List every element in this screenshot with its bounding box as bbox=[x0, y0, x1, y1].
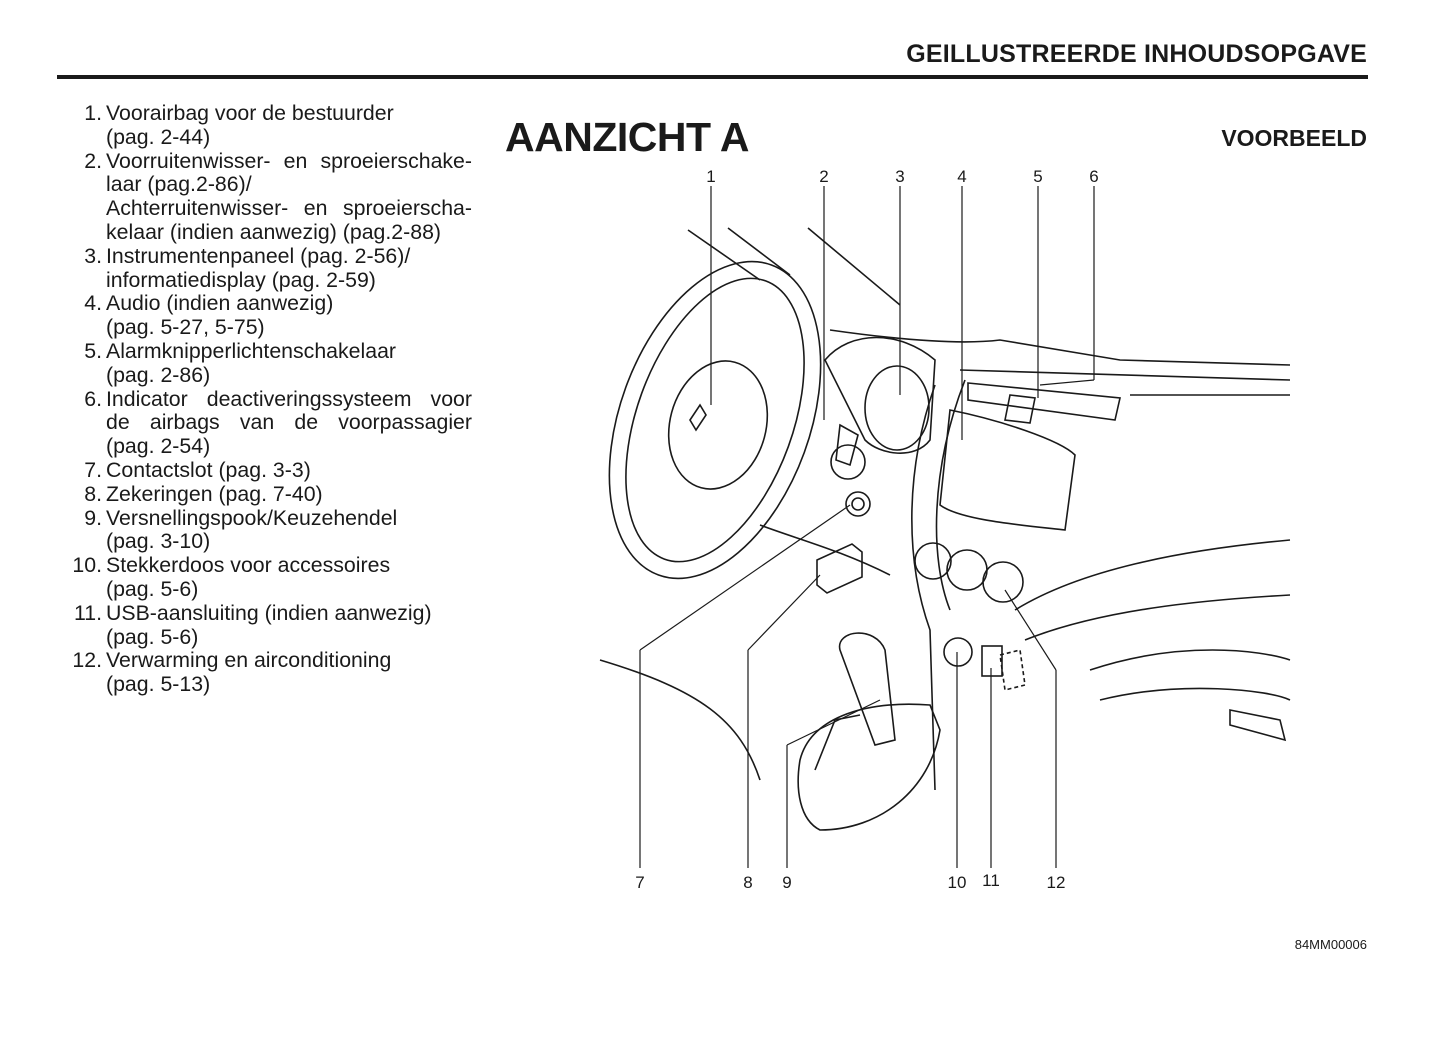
list-item: 7.Contactslot (pag. 3-3) bbox=[62, 457, 472, 483]
item-number: 2. bbox=[84, 148, 102, 173]
item-text-line: Indicator deactiveringssysteem voor bbox=[106, 386, 472, 411]
item-number: 5. bbox=[84, 338, 102, 363]
list-item: 11.USB-aansluiting (indien aanwezig)(pag… bbox=[62, 600, 472, 650]
item-text-line: laar (pag.2-86)/ bbox=[106, 172, 252, 197]
list-item: 1.Voorairbag voor de bestuurder(pag. 2-4… bbox=[62, 101, 472, 150]
item-text-line: Versnellingspook/Keuzehendel bbox=[106, 505, 398, 530]
item-number: 6. bbox=[84, 386, 102, 411]
list-item: 10.Stekkerdoos voor accessoires(pag. 5-6… bbox=[62, 553, 472, 602]
item-text-line: Voorruitenwisser- en sproeierschake- bbox=[106, 148, 472, 173]
item-text-line: informatiedisplay (pag. 2-59) bbox=[106, 267, 376, 292]
callout-2: 2 bbox=[819, 167, 828, 186]
list-item: 9.Versnellingspook/Keuzehendel(pag. 3-10… bbox=[62, 505, 472, 555]
item-text-line: Verwarming en airconditioning bbox=[106, 648, 392, 673]
windshield-lines bbox=[687, 227, 901, 306]
callout-5: 5 bbox=[1033, 167, 1042, 186]
item-number: 1. bbox=[84, 101, 102, 125]
item-number: 8. bbox=[84, 481, 102, 506]
callout-11: 11 bbox=[982, 871, 1000, 890]
item-text-line: kelaar (indien aanwezig) (pag.2-88) bbox=[106, 219, 442, 244]
dash-top bbox=[829, 329, 1291, 396]
callout-1: 1 bbox=[706, 167, 715, 186]
item-number: 10. bbox=[72, 553, 102, 578]
figure-code: 84MM00006 bbox=[1294, 937, 1367, 952]
item-number: 12. bbox=[72, 648, 102, 673]
item-text-line: (pag. 2-86) bbox=[106, 362, 211, 387]
item-text-line: USB-aansluiting (indien aanwezig) bbox=[106, 600, 432, 625]
item-text-line: (pag. 5-6) bbox=[106, 624, 199, 649]
item-text-line: Stekkerdoos voor accessoires bbox=[106, 553, 391, 578]
item-text-line: Instrumentenpaneel (pag. 2-56)/ bbox=[106, 243, 411, 268]
list-item: 3.Instrumentenpaneel (pag. 2-56)/informa… bbox=[62, 243, 472, 293]
list-item: 12.Verwarming en airconditioning(pag. 5-… bbox=[62, 649, 472, 697]
list-item: 4.Audio (indien aanwezig)(pag. 5-27, 5-7… bbox=[62, 292, 472, 340]
item-text-line: Zekeringen (pag. 7-40) bbox=[106, 481, 323, 506]
item-text-line: (pag. 5-6) bbox=[106, 576, 199, 601]
list-item: 8.Zekeringen (pag. 7-40) bbox=[62, 481, 472, 507]
item-text-line: Achterruitenwisser- en sproeierscha- bbox=[106, 196, 472, 221]
suzuki-logo-icon bbox=[689, 403, 707, 432]
callout-7: 7 bbox=[635, 873, 644, 892]
callout-8: 8 bbox=[743, 873, 752, 892]
figure-title: AANZICHT A bbox=[505, 114, 750, 160]
item-text-line: Contactslot (pag. 3-3) bbox=[106, 457, 311, 482]
item-text-line: de airbags van de voorpassagier bbox=[106, 410, 472, 435]
item-text-line: Voorairbag voor de bestuurder bbox=[106, 101, 394, 125]
item-number: 7. bbox=[84, 457, 102, 482]
list-item: 2.Voorruitenwisser- en sproeierschake-la… bbox=[62, 148, 472, 245]
list-item: 5.Alarmknipperlichtenschakelaar(pag. 2-8… bbox=[62, 338, 472, 388]
callout-6: 6 bbox=[1089, 167, 1098, 186]
item-text-line: Alarmknipperlichtenschakelaar bbox=[106, 338, 397, 363]
item-text-line: Audio (indien aanwezig) bbox=[106, 291, 334, 316]
section-title: GEILLUSTREERDE INHOUDSOPGAVE bbox=[906, 40, 1367, 68]
item-number: 11. bbox=[73, 600, 102, 625]
item-text-line: (pag. 5-13) bbox=[106, 672, 211, 697]
instrument-cluster bbox=[824, 336, 936, 454]
item-text-line: (pag. 5-27, 5-75) bbox=[106, 315, 265, 340]
example-label: VOORBEELD bbox=[1221, 125, 1367, 151]
item-number: 3. bbox=[84, 243, 102, 268]
callout-12: 12 bbox=[1047, 873, 1066, 892]
component-list: 1.Voorairbag voor de bestuurder(pag. 2-4… bbox=[62, 101, 472, 697]
callout-4: 4 bbox=[957, 167, 966, 186]
callout-3: 3 bbox=[895, 167, 904, 186]
item-number: 9. bbox=[84, 505, 102, 530]
item-number: 4. bbox=[84, 291, 102, 316]
item-text-line: (pag. 2-44) bbox=[106, 124, 211, 149]
callout-10: 10 bbox=[948, 873, 967, 892]
item-text-line: (pag. 2-54) bbox=[106, 434, 211, 459]
callout-lines bbox=[639, 186, 1095, 868]
callout-9: 9 bbox=[782, 873, 791, 892]
audio-screen bbox=[939, 409, 1076, 531]
item-text-line: (pag. 3-10) bbox=[106, 529, 211, 554]
gear-shifter bbox=[838, 632, 896, 746]
steering-wheel bbox=[608, 260, 822, 580]
header-rule bbox=[57, 75, 1368, 79]
